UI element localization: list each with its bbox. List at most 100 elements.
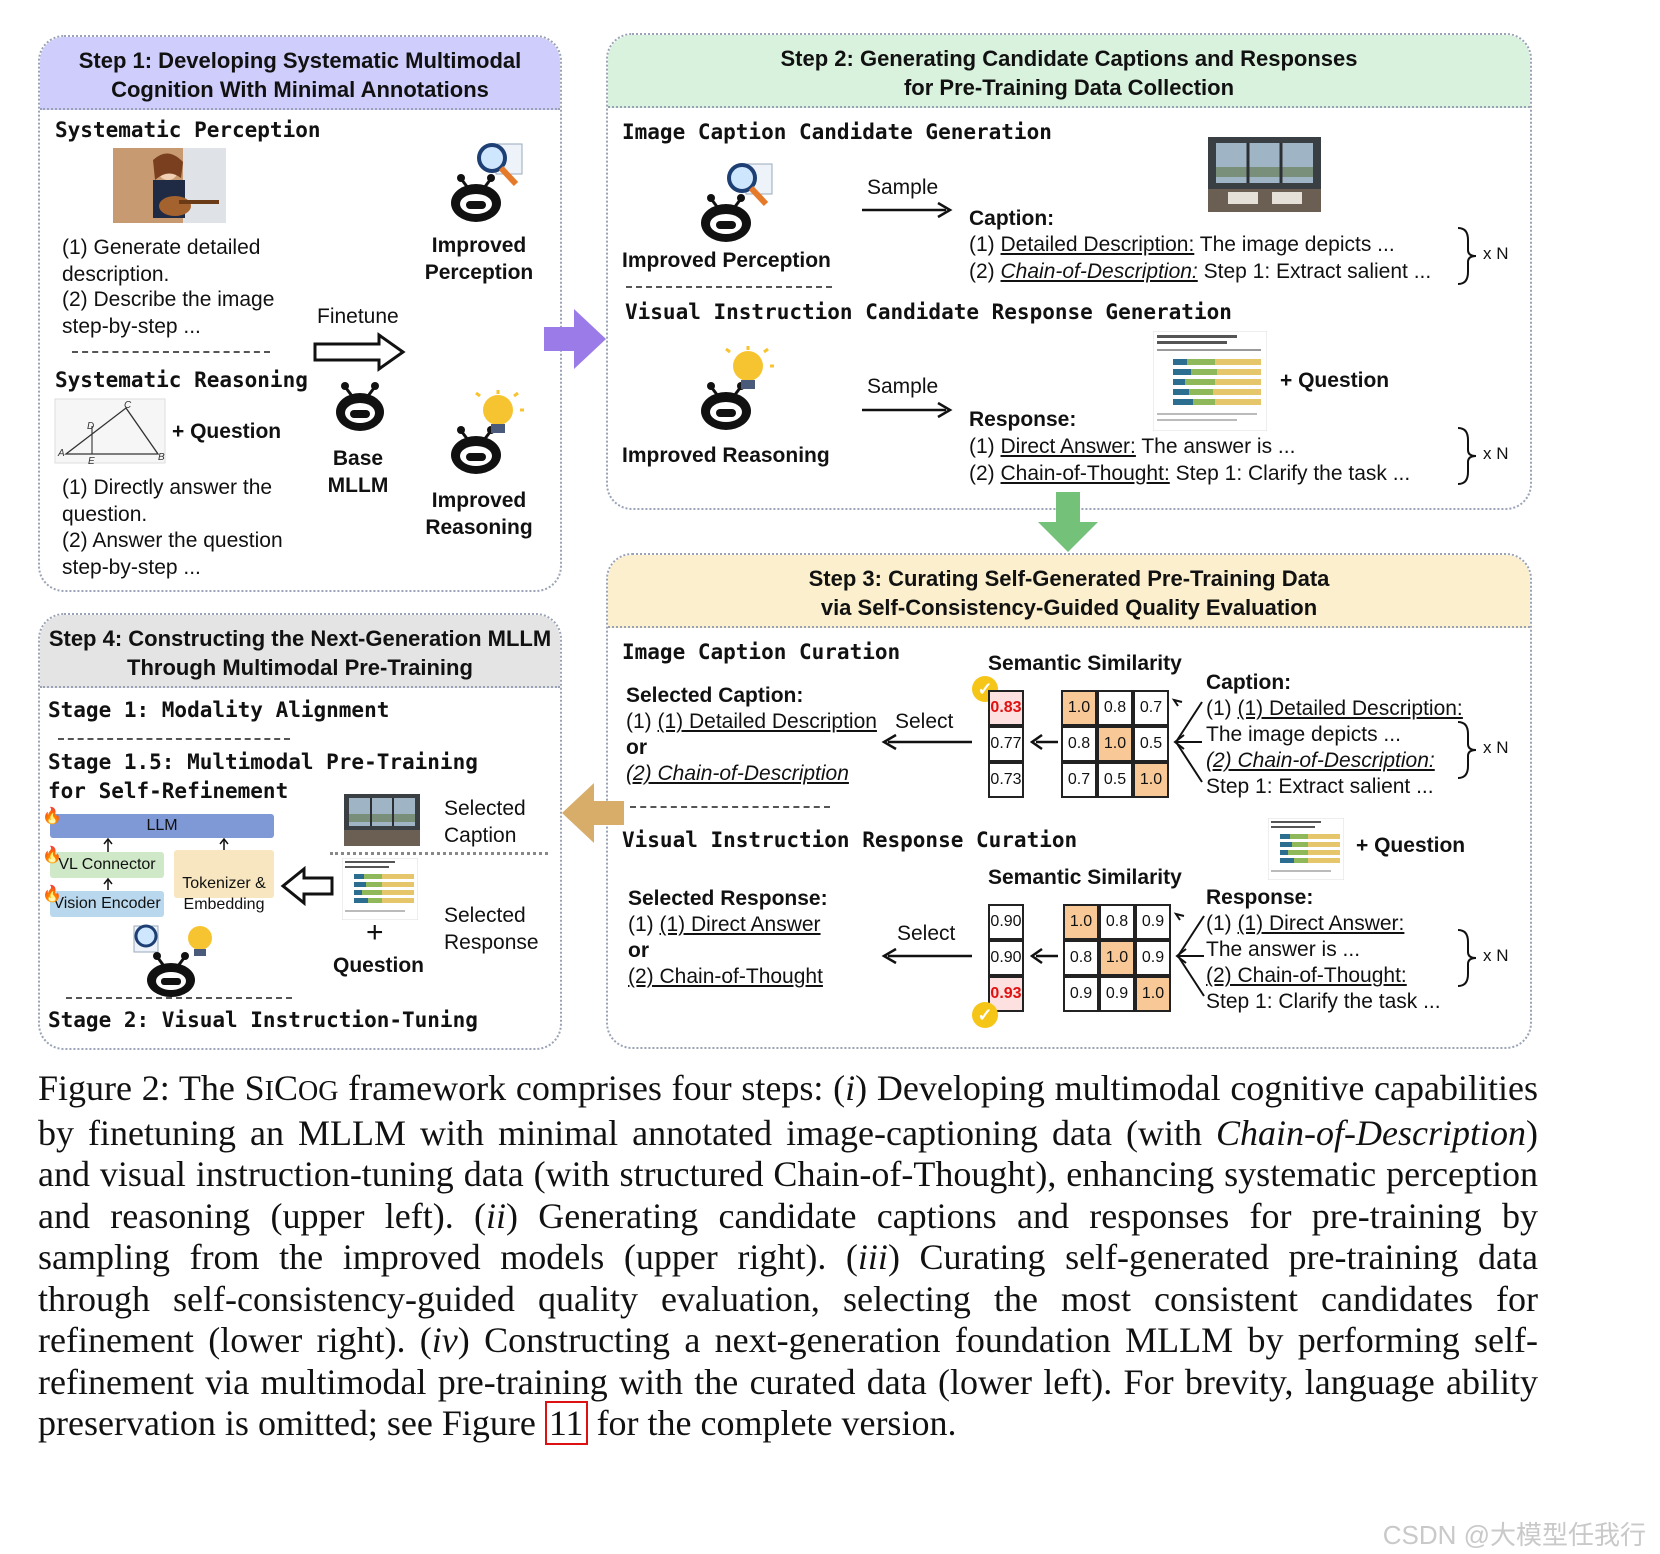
caption-ii: ii — [486, 1195, 507, 1236]
cap-matrix-0-1: 0.8 — [1097, 690, 1133, 726]
step4-divider-a — [58, 738, 290, 740]
llm-block: LLM — [50, 814, 274, 838]
caption-semantic-similarity: Semantic Similarity — [988, 652, 1182, 675]
resp-score-0: 0.90 — [988, 904, 1024, 940]
improved-perception-label: Improved Perception — [424, 234, 534, 284]
triangle-label-b: B — [158, 452, 165, 463]
step2-response-xn: x N — [1483, 444, 1509, 463]
improved-reasoning-robot-icon — [451, 390, 524, 474]
step2-caption-num-1: (1) — [969, 233, 995, 256]
caption-p4: ) and visual instruction-tuning data (wi… — [38, 1112, 1538, 1236]
resp-matrix-0-2: 0.9 — [1135, 904, 1171, 940]
step3-cap-right-3: (2) Chain-of-Description: — [1206, 747, 1435, 774]
cap-matrix-1-0: 0.8 — [1061, 726, 1097, 762]
selected-response-1: (1) (1) Direct Answer — [628, 913, 821, 936]
step2-response-brace-icon — [1457, 427, 1477, 485]
vl-fire-icon: 🔥 — [42, 847, 62, 864]
response-select-label: Select — [897, 922, 956, 945]
caption-cod: Chain-of-Description — [1216, 1112, 1526, 1153]
step2-caption-text-1: The image depicts ... — [1199, 233, 1395, 256]
selected-response-2-text: (2) Chain-of-Thought — [628, 965, 823, 988]
step3-cap-right-1: (1) (1) Detailed Description: — [1206, 697, 1463, 720]
vl-connector-label: VL Connector — [58, 856, 156, 873]
step2-response-num-1: (1) — [969, 435, 995, 458]
arch-connectors — [103, 838, 229, 890]
cap-score-2: 0.73 — [988, 762, 1024, 798]
tokenizer-block: Tokenizer & Embedding — [174, 850, 274, 913]
venc-fire-icon: 🔥 — [42, 886, 62, 903]
cap-score-0: 0.83 — [988, 690, 1024, 726]
vision-encoder-block: Vision Encoder — [50, 891, 164, 917]
step1-panel: Step 1: Developing Systematic Multimodal… — [38, 35, 562, 592]
sample-arrow-2 — [862, 401, 953, 419]
caption-sicog-og: OG — [297, 1076, 339, 1107]
caption-iii: iii — [857, 1237, 888, 1277]
caption-p5: ) Generating candidate captions and resp… — [38, 1195, 1538, 1278]
step2-improved-perception: Improved Perception — [622, 249, 831, 272]
selected-caption-1-text: (1) Detailed Description — [657, 710, 877, 733]
systematic-perception-label: Systematic Perception — [55, 118, 321, 142]
finetune-label: Finetune — [317, 305, 399, 328]
caption-curation-label: Image Caption Curation — [622, 640, 901, 664]
step3-resp-right-1: (1) (1) Direct Answer: — [1206, 912, 1405, 935]
sample-label-1: Sample — [867, 176, 939, 199]
cap-matrix-arrow — [1030, 733, 1058, 751]
step2-caption-num-2: (2) — [969, 260, 995, 283]
step4-robot-icon — [133, 924, 212, 997]
step3-caption-brace-icon — [1457, 721, 1477, 779]
triangle-label-a: A — [57, 448, 65, 459]
step2-response-text-1: The answer is ... — [1141, 435, 1296, 458]
step2-response-item-1: (1) Direct Answer: The answer is ... — [969, 433, 1295, 460]
stage15-label: Stage 1.5: Multimodal Pre-Training for S… — [48, 750, 478, 803]
response-curation-label: Visual Instruction Response Curation — [622, 828, 1078, 852]
step3-resp-right-3: (2) Chain-of-Thought: — [1206, 962, 1407, 989]
step2-caption-item-2: (2) Chain-of-Description: Step 1: Extrac… — [969, 258, 1431, 285]
reasoning-item-1: (1) Directly answer the question. — [62, 476, 273, 526]
caption-p3: ) Developing multimodal cognitive capabi… — [38, 1068, 1538, 1153]
step3-resp-right-1-text: (1) Direct Answer: — [1237, 912, 1405, 935]
step2-caption-method-2: Chain-of-Description: — [1000, 260, 1198, 283]
step3-cap-right-3-text: (2) Chain-of-Description: — [1206, 749, 1435, 772]
step2-caption-text-2: Step 1: Extract salient ... — [1203, 260, 1432, 283]
response-check-icon: ✓ — [972, 1002, 998, 1028]
systematic-reasoning-label: Systematic Reasoning — [55, 368, 308, 392]
step2-response-method-1: Direct Answer: — [1000, 435, 1136, 458]
improved-perception-robot-icon — [451, 143, 523, 222]
step3-divider — [630, 806, 830, 808]
step2-divider-a — [626, 286, 832, 288]
selected-response-or: or — [628, 939, 649, 962]
tan-arrow-step3-to-4 — [562, 783, 624, 843]
step3-cap-right-2: The image depicts ... — [1206, 723, 1401, 746]
triangle-diagram: A B C D E — [54, 398, 166, 464]
response-select-arrow — [881, 947, 972, 965]
cap-matrix-0-0: 1.0 — [1061, 690, 1097, 726]
response-gen-label: Visual Instruction Candidate Response Ge… — [625, 300, 1232, 324]
caption-select-label: Select — [895, 710, 954, 733]
step2-response-text-2: Step 1: Clarify the task ... — [1175, 462, 1411, 485]
resp-score-1: 0.90 — [988, 940, 1024, 976]
step2-perception-robot-icon — [701, 163, 773, 242]
step3-response-brace-icon — [1457, 929, 1477, 987]
figure-11-link[interactable]: 11 — [544, 1401, 588, 1445]
chart-thumbnail — [1153, 331, 1267, 431]
caption-gen-label: Image Caption Candidate Generation — [622, 120, 1052, 144]
step3-resp-right-4: Step 1: Clarify the task ... — [1206, 990, 1441, 1013]
selected-caption-2: (2) Chain-of-Description — [626, 760, 849, 787]
guitar-photo — [113, 148, 226, 223]
base-mllm-label: Base MLLM — [327, 447, 389, 497]
step3-cap-right-1-text: (1) Detailed Description: — [1237, 697, 1463, 720]
interior-photo — [1208, 137, 1321, 212]
stage2-label: Stage 2: Visual Instruction-Tuning — [48, 1008, 478, 1032]
step2-caption-label: Caption: — [969, 207, 1055, 230]
resp-matrix-2-2: 1.0 — [1135, 976, 1171, 1012]
step2-title: Step 2: Generating Candidate Captions an… — [608, 35, 1530, 108]
caption-select-arrow — [881, 733, 972, 751]
vl-connector-block: VL Connector — [50, 852, 164, 878]
purple-arrow-step1-to-2 — [544, 309, 606, 369]
step2-caption-xn: x N — [1483, 244, 1509, 263]
llm-fire-icon: 🔥 — [42, 808, 62, 825]
step2-caption-method-1: Detailed Description: — [1000, 233, 1195, 256]
step3-plus-question: + Question — [1356, 834, 1466, 857]
step1-plus-question: + Question — [172, 420, 282, 443]
step4-divider-b — [66, 997, 292, 999]
